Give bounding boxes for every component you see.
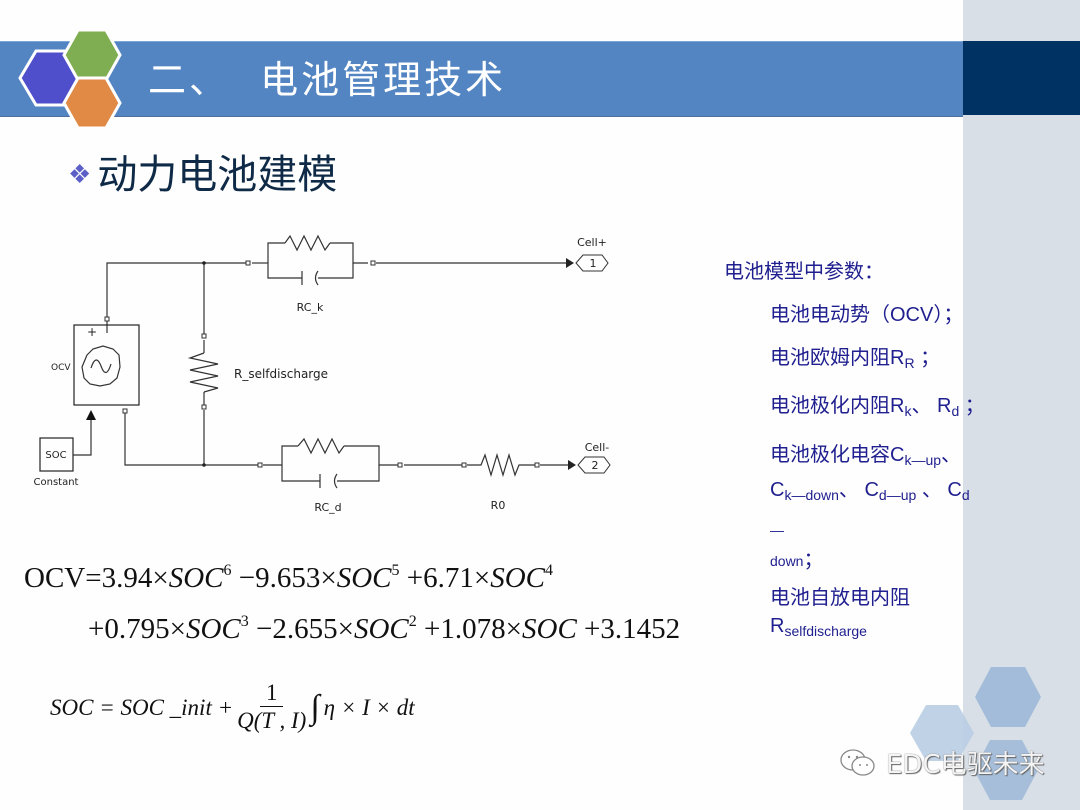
section-heading-text: 动力电池建模 bbox=[97, 152, 338, 198]
slide-title: 二、 电池管理技术 bbox=[148, 58, 507, 102]
diamond-bullet-icon: ❖ bbox=[68, 160, 92, 190]
parameters-heading: 电池模型中参数： bbox=[724, 261, 884, 283]
hexagon-logo-icon bbox=[18, 28, 122, 130]
param-polarization-resistance: 电池极化内阻Rk、 Rd ； bbox=[770, 395, 985, 419]
ocv-plus-sign: + bbox=[87, 325, 97, 339]
decorative-hexagons-icon bbox=[910, 667, 1041, 800]
constant-value: SOC bbox=[45, 450, 66, 461]
watermark: EDC电驱未来 bbox=[838, 744, 1045, 781]
hex-green-icon bbox=[62, 28, 122, 82]
title-banner-dark-end bbox=[963, 41, 1080, 115]
rc-k-label: RC_k bbox=[297, 301, 324, 314]
ocv-block-label: OCV bbox=[51, 363, 71, 373]
ocv-equation-line1: OCV=3.94×SOC6 −9.653×SOC5 +6.71×SOC4 bbox=[24, 562, 554, 594]
soc-fraction: 1 Q(T , I) bbox=[237, 680, 307, 733]
r0-label: R0 bbox=[491, 499, 506, 512]
integral-symbol: ∫ bbox=[310, 688, 320, 726]
port-cell-plus bbox=[575, 254, 609, 272]
battery-circuit-diagram: + OCV SOC Constant RC_k RC_d R_selfdisch… bbox=[34, 234, 611, 514]
soc-equation: SOC = SOC _init + 1 Q(T , I) ∫ η × I × d… bbox=[50, 680, 415, 733]
cell-minus-label: Cell- bbox=[585, 441, 610, 454]
section-heading: ❖ 动力电池建模 bbox=[68, 150, 337, 200]
param-ocv: 电池电动势（OCV）； bbox=[770, 304, 964, 326]
port-cell-minus bbox=[577, 456, 611, 474]
r-selfdischarge-label: R_selfdischarge bbox=[234, 367, 328, 381]
cell-minus-port-number: 2 bbox=[592, 459, 599, 472]
cell-plus-label: Cell+ bbox=[577, 236, 607, 249]
param-ohmic-resistance: 电池欧姆内阻RR ； bbox=[770, 347, 941, 371]
constant-block-label: Constant bbox=[34, 477, 79, 488]
wechat-icon bbox=[840, 748, 875, 776]
ocv-equation-line2: +0.795×SOC3 −2.655×SOC2 +1.078×SOC +3.14… bbox=[88, 613, 681, 645]
param-polarization-capacitance: 电池极化电容Ck—up、Ck—down、 Cd—up 、 Cd—down； bbox=[770, 444, 970, 571]
cell-plus-port-number: 1 bbox=[590, 257, 597, 270]
title-banner bbox=[0, 41, 963, 117]
watermark-text: EDC电驱未来 bbox=[886, 750, 1045, 780]
model-parameters-list: 电池模型中参数： 电池电动势（OCV）； 电池欧姆内阻RR ； 电池极化内阻Rk… bbox=[724, 258, 985, 645]
rc-d-label: RC_d bbox=[314, 501, 341, 514]
hex-orange-icon bbox=[62, 76, 122, 130]
